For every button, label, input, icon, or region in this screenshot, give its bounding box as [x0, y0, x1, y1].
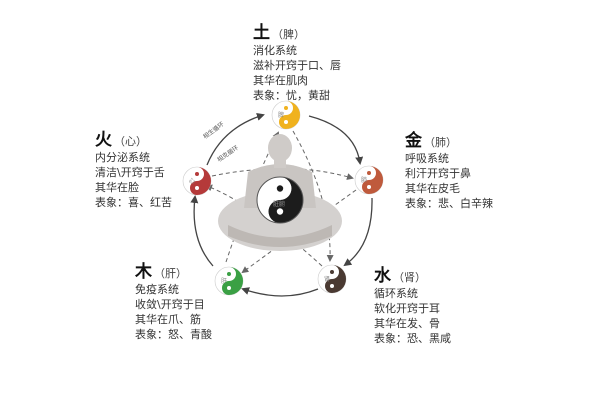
metal-yin-yang-icon: 肺 — [354, 165, 384, 195]
arrow-metal-to-water — [343, 197, 373, 267]
water-node-label: 肾 — [324, 275, 330, 283]
water-organ: （肾） — [393, 271, 426, 284]
earth-line-1: 消化系统 — [253, 44, 297, 57]
metal-title: 金 — [405, 131, 422, 151]
wood-line-1: 免疫系统 — [135, 283, 179, 296]
generating-cycle — [190, 113, 373, 297]
wood-node-label: 肝 — [221, 278, 227, 285]
wood-line-4: 表象：怒、青酸 — [135, 328, 212, 341]
center-label: 脏腑 — [273, 200, 285, 208]
water-title: 水 — [374, 266, 391, 286]
wood-yin-yang-icon: 肝 — [214, 266, 244, 296]
metal-line-4: 表象：悲、白辛辣 — [405, 197, 493, 210]
earth-title: 土 — [253, 23, 270, 43]
fire-line-2: 清洁\开窍于舌 — [95, 166, 165, 179]
metal-organ: （肺） — [424, 136, 457, 149]
earth-yin-yang-icon: 脾 — [271, 100, 301, 130]
metal-line-1: 呼吸系统 — [405, 152, 449, 165]
water-line-4: 表象：恐、黑咸 — [374, 332, 451, 345]
fire-line-4: 表象：喜、红苦 — [95, 196, 172, 209]
wood-info-block: 木 （肝） 免疫系统 收敛\开窍于目 其华在爪、筋 表象：怒、青酸 — [135, 262, 212, 342]
arrow-wood-to-fire — [190, 195, 214, 267]
earth-line-4: 表象：忧，黄甜 — [253, 89, 330, 102]
arrow-fire-to-metal — [211, 168, 354, 180]
water-line-3: 其华在发、骨 — [374, 317, 440, 330]
arrow-fire-to-earth — [206, 113, 265, 166]
earth-line-2: 滋补开窍于口、唇 — [253, 59, 341, 72]
arrow-metal-to-wood — [241, 189, 357, 274]
earth-organ: （脾） — [272, 28, 305, 41]
fire-yin-yang-icon: 心 — [182, 166, 212, 196]
water-yin-yang-icon: 肾 — [317, 264, 347, 294]
generating-cycle-label: 相生循环 — [201, 120, 225, 141]
fire-info-block: 火 （心） 内分泌系统 清洁\开窍于舌 其华在脸 表象：喜、红苦 — [95, 130, 172, 210]
fire-line-1: 内分泌系统 — [95, 151, 150, 164]
wood-line-3: 其华在爪、筋 — [135, 313, 201, 326]
water-line-2: 软化开窍于耳 — [374, 302, 440, 315]
metal-line-2: 利汗开窍于鼻 — [405, 167, 471, 180]
metal-node-label: 肺 — [361, 177, 367, 184]
arrow-water-to-wood — [241, 287, 319, 297]
metal-line-3: 其华在皮毛 — [405, 182, 460, 195]
earth-node-label: 脾 — [278, 111, 284, 119]
earth-line-3: 其华在肌肉 — [253, 74, 308, 87]
fire-title: 火 — [95, 130, 112, 150]
arrow-earth-to-water — [292, 130, 334, 262]
fire-node-label: 心 — [189, 178, 195, 185]
fire-line-3: 其华在脸 — [95, 181, 139, 194]
water-line-1: 循环系统 — [374, 287, 418, 300]
fire-organ: （心） — [114, 135, 147, 148]
metal-info-block: 金 （肺） 呼吸系统 利汗开窍于鼻 其华在皮毛 表象：悲、白辛辣 — [405, 131, 493, 211]
arrow-earth-to-metal — [308, 115, 364, 165]
earth-info-block: 土 （脾） 消化系统 滋补开窍于口、唇 其华在肌肉 表象：忧，黄甜 — [253, 23, 341, 103]
wood-title: 木 — [135, 262, 152, 282]
center-yin-yang-icon — [256, 176, 304, 224]
water-info-block: 水 （肾） 循环系统 软化开窍于耳 其华在发、骨 表象：恐、黑咸 — [374, 266, 451, 346]
restraining-cycle-label: 相克循环 — [216, 144, 240, 164]
wood-organ: （肝） — [154, 267, 187, 280]
wood-line-2: 收敛\开窍于目 — [135, 298, 205, 311]
